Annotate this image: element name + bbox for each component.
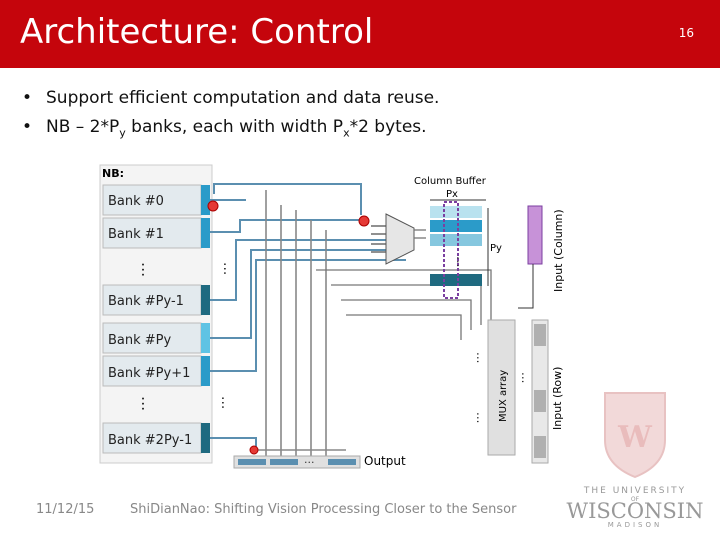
red-dot: [207, 200, 219, 212]
input-column-block: [527, 205, 543, 265]
input-column-label: Input (Column): [552, 209, 565, 292]
bank-label: Bank #Py+1: [108, 366, 190, 381]
mux-output-wires: [316, 229, 492, 340]
footer-date: 11/12/15: [36, 502, 95, 517]
ellipsis: ...: [138, 262, 157, 277]
logo-of: OF: [631, 496, 640, 503]
bank-py-1: Bank #Py-1: [102, 284, 210, 316]
crest-letter: W: [617, 420, 653, 455]
bank-py-plus-1: Bank #Py+1: [102, 355, 210, 387]
subscript: x: [343, 126, 350, 140]
architecture-diagram: NB: Bank #0 Bank #1 ... Bank #Py-1 Bank …: [99, 164, 565, 469]
px-label: Px: [446, 189, 458, 200]
bank-0: Bank #0: [102, 184, 210, 216]
output-label: Output: [364, 454, 406, 468]
output-buffer: [233, 455, 361, 469]
bank-label: Bank #Py: [108, 333, 172, 348]
bullet-text: Support efficient computation and data r…: [46, 88, 440, 108]
logo-line3: MADISON: [608, 521, 662, 529]
column-buffer-label: Column Buffer: [414, 176, 487, 187]
title-bar: Architecture: Control 16: [0, 0, 720, 68]
bullet-text: banks, each with width P: [125, 117, 344, 137]
bank-label: Bank #0: [108, 194, 164, 209]
bullet-list: • Support efficient computation and data …: [22, 88, 439, 148]
logo-line1: THE UNIVERSITY: [583, 486, 686, 496]
crest-icon: [604, 392, 666, 479]
ellipsis: ...: [474, 412, 488, 423]
ellipsis: ...: [519, 372, 533, 383]
slide-title: Architecture: Control: [20, 12, 374, 52]
mux-array-label: MUX array: [498, 370, 509, 422]
subscript: y: [119, 126, 126, 140]
column-buffer: [430, 201, 482, 299]
ellipsis: ...: [218, 396, 234, 409]
bullet-text: NB – 2*P: [46, 117, 120, 137]
bank-wires: [210, 183, 406, 450]
ellipsis: ...: [138, 396, 157, 411]
red-dot: [249, 445, 259, 455]
input-row-label: Input (Row): [551, 367, 564, 430]
input-row: [531, 319, 549, 464]
bullet-item: • NB – 2*Py banks, each with width Px*2 b…: [22, 117, 439, 139]
university-logo: W THE UNIVERSITY OF WISCONSIN MADISON: [567, 392, 704, 529]
footer-title: ShiDianNao: Shifting Vision Processing C…: [130, 502, 517, 517]
slide-number: 16: [678, 26, 694, 40]
input-column-wire: [518, 264, 534, 309]
ellipsis: ...: [220, 262, 236, 275]
bank-1: Bank #1: [102, 217, 210, 249]
nb-label: NB:: [102, 167, 124, 180]
mux-array: [487, 319, 516, 456]
bank-2py-1: Bank #2Py-1: [102, 422, 210, 454]
bullet-dot: •: [22, 117, 33, 137]
bullet-text: *2 bytes.: [349, 117, 427, 137]
red-dot: [358, 215, 370, 227]
bank-label: Bank #2Py-1: [108, 433, 192, 448]
bank-py: Bank #Py: [102, 322, 210, 354]
output-wires: [256, 190, 346, 460]
bank-label: Bank #Py-1: [108, 294, 184, 309]
purple-selection: [443, 201, 459, 299]
py-label: Py: [490, 243, 502, 254]
logo-line2: WISCONSIN: [567, 499, 704, 523]
bullet-dot: •: [22, 88, 33, 108]
ellipsis: ...: [454, 256, 468, 267]
mux-small: [385, 213, 415, 265]
ellipsis: ...: [474, 352, 488, 363]
bullet-item: • Support efficient computation and data …: [22, 88, 439, 108]
mux-inputs: [371, 225, 386, 253]
ellipsis: ...: [304, 453, 315, 466]
bank-label: Bank #1: [108, 227, 164, 242]
